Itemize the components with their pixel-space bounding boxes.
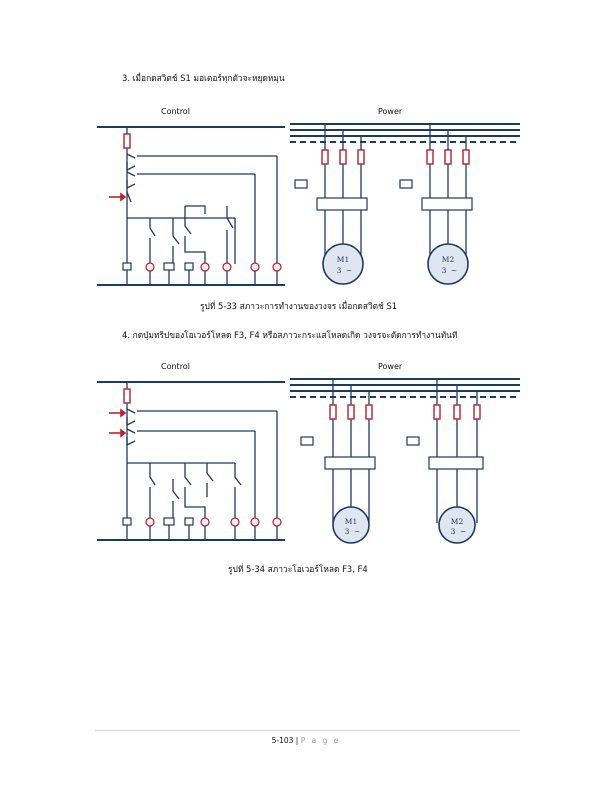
contactor-k1-icon — [300, 436, 314, 446]
page-number: 5-103 — [271, 736, 294, 745]
page-footer: 5-103 | P a g e — [0, 736, 612, 745]
svg-text:3: 3 — [345, 527, 350, 536]
lamp-icon — [145, 262, 155, 272]
coil-k3-icon — [184, 262, 194, 271]
fuse-icon — [462, 149, 470, 165]
svg-text:~: ~ — [460, 527, 466, 536]
figure-5-34-caption: รูปที่ 5-34 สภาวะโอเวอร์โหลด F3, F4 — [228, 564, 368, 574]
section-3-heading: 3. เมื่อกดสวิตช์ S1 มอเตอร์ทุกตัวจะหยุดห… — [122, 73, 285, 83]
overload-f3-icon — [324, 456, 376, 470]
lamp-icon — [222, 262, 232, 272]
motor-m2-icon — [438, 506, 476, 544]
lamp-icon — [200, 262, 210, 272]
motor-m2-label: M2 — [451, 517, 464, 526]
motor-m2-icon — [427, 243, 469, 285]
fuse-icon — [347, 404, 355, 420]
motor-m1-icon — [332, 506, 370, 544]
overload-f4-icon — [428, 456, 484, 470]
fuse-icon — [473, 404, 481, 420]
circuit-diagram-figure-5-33: M1 3 ~ M2 3 ~ — [97, 123, 520, 286]
coil-k2-icon — [163, 517, 175, 526]
coil-k3-icon — [184, 517, 194, 526]
contactor-k1-icon — [294, 179, 308, 189]
motor-m2-label: M2 — [442, 255, 455, 264]
coil-k1-icon — [122, 262, 132, 271]
control-circuit — [97, 126, 285, 286]
lamp-icon — [230, 517, 240, 527]
lamp-icon — [272, 262, 282, 272]
fuse-f1 — [123, 133, 131, 149]
svg-text:3: 3 — [442, 266, 447, 275]
overload-f4-icon — [421, 197, 473, 211]
motor-m1-icon — [322, 243, 364, 285]
lamp-icon — [250, 262, 260, 272]
power-label: Power — [378, 107, 403, 116]
fuse-icon — [453, 404, 461, 420]
fuse-icon — [339, 149, 347, 165]
coil-k1-icon — [122, 517, 132, 526]
control-circuit — [97, 381, 285, 541]
circuit-diagram-figure-5-34: M1 3 ~ M2 3 ~ — [97, 378, 520, 544]
fuse-icon — [433, 404, 441, 420]
lamp-icon — [250, 517, 260, 527]
power-circuit: M1 3 ~ M2 3 ~ — [290, 378, 520, 544]
svg-text:3: 3 — [337, 266, 342, 275]
power-circuit: M1 3 ~ M2 3 ~ — [290, 123, 520, 285]
motor-m1-label: M1 — [345, 517, 357, 526]
svg-text:~: ~ — [346, 266, 352, 275]
control-label: Control — [161, 362, 190, 371]
fuse-icon — [329, 404, 337, 420]
coil-k2-icon — [163, 262, 175, 271]
lamp-icon — [145, 517, 155, 527]
overload-f3-icon — [316, 197, 368, 211]
control-label: Control — [161, 107, 190, 116]
lamp-icon — [272, 517, 282, 527]
motor-m1-label: M1 — [337, 255, 349, 264]
fuse-icon — [444, 149, 452, 165]
page-word: P a g e — [300, 736, 341, 745]
fuse-icon — [365, 404, 373, 420]
svg-text:3: 3 — [451, 527, 456, 536]
fuse-f1 — [123, 388, 131, 404]
contactor-k2-icon — [406, 436, 420, 446]
fuse-icon — [321, 149, 329, 165]
footer-divider — [95, 730, 520, 731]
fuse-icon — [357, 149, 365, 165]
power-label: Power — [378, 362, 403, 371]
footer-separator: | — [295, 736, 299, 745]
lamp-icon — [200, 517, 210, 527]
fuse-icon — [426, 149, 434, 165]
svg-text:~: ~ — [354, 527, 360, 536]
svg-text:~: ~ — [451, 266, 457, 275]
section-4-heading: 4. กดปุ่มทริปของโอเวอร์โหลด F3, F4 หรือส… — [122, 330, 458, 340]
figure-5-33-caption: รูปที่ 5-33 สภาวะการทำงานของวงจร เมื่อกด… — [200, 301, 398, 311]
contactor-k2-icon — [399, 179, 413, 189]
